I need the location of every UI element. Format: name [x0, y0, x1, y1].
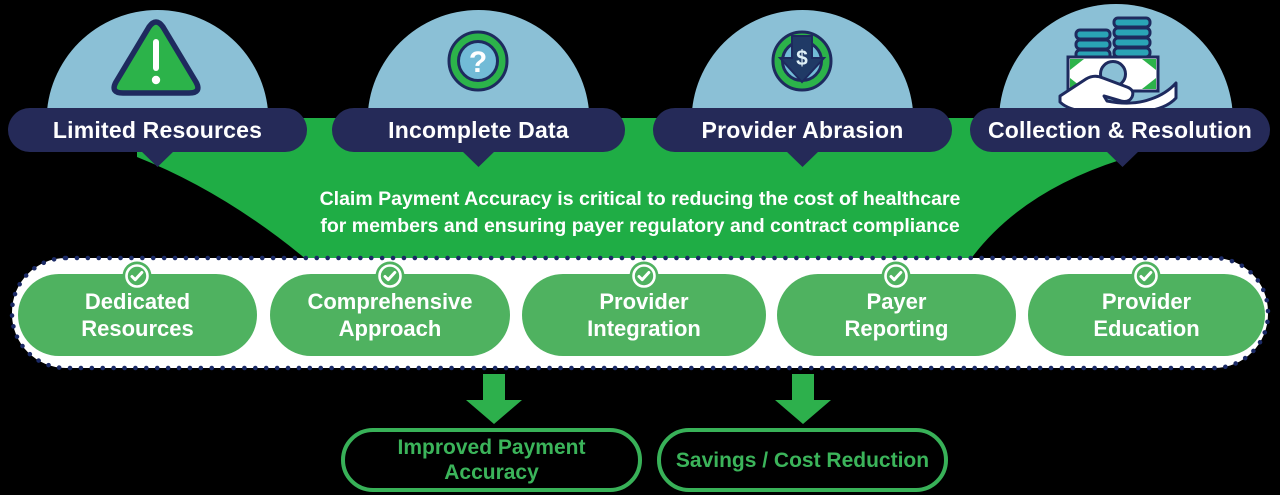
- solution-pill-provider-integration: Provider Integration: [522, 274, 766, 356]
- pointer-tail-3: [785, 150, 820, 167]
- question-glyph: ?: [469, 46, 487, 79]
- outcome-pill-savings-cost-reduction: Savings / Cost Reduction: [657, 428, 948, 492]
- check-icon: [122, 261, 152, 291]
- challenge-label: Limited Resources: [52, 116, 263, 143]
- solution-label: Comprehensive Approach: [307, 289, 473, 341]
- challenge-pill-collection-resolution: Collection & Resolution: [970, 108, 1270, 152]
- funnel-message-line1: Claim Payment Accuracy is critical to re…: [319, 188, 961, 210]
- pointer-tail-2: [461, 150, 496, 167]
- funnel-shape: [137, 118, 1120, 260]
- funnel-message-line2: for members and ensuring payer regulator…: [320, 215, 960, 237]
- challenge-pill-provider-abrasion: Provider Abrasion: [653, 108, 952, 152]
- check-icon: [629, 261, 659, 291]
- money-in-hand-icon: [1052, 12, 1182, 117]
- outcome-label: Savings / Cost Reduction: [675, 448, 930, 472]
- solution-label: Dedicated Resources: [81, 289, 194, 341]
- solution-label: Provider Integration: [587, 289, 701, 341]
- check-icon: [881, 261, 911, 291]
- funnel-message: Claim Payment Accuracy is critical to re…: [240, 186, 1040, 240]
- check-icon: [1131, 261, 1161, 291]
- challenge-label: Collection & Resolution: [988, 116, 1252, 143]
- challenge-pill-incomplete-data: Incomplete Data: [332, 108, 625, 152]
- question-mark-icon: ?: [446, 29, 510, 98]
- warning-triangle-icon: [110, 18, 202, 105]
- solution-label: Payer Reporting: [844, 289, 949, 341]
- check-icon: [375, 261, 405, 291]
- challenge-label: Incomplete Data: [388, 116, 569, 143]
- outcome-label: Improved Payment Accuracy: [397, 436, 586, 484]
- solution-pill-provider-education: Provider Education: [1028, 274, 1265, 356]
- pointer-tail-4: [1105, 150, 1140, 167]
- down-arrow-icon-1: [466, 374, 522, 424]
- outcome-pill-improved-payment-accuracy: Improved Payment Accuracy: [341, 428, 642, 492]
- solution-label: Provider Education: [1093, 289, 1200, 341]
- dollar-glyph: $: [796, 47, 808, 70]
- dollar-down-arrow-icon: $: [770, 29, 834, 98]
- down-arrow-icon-2: [775, 374, 831, 424]
- pointer-tail-1: [140, 150, 175, 167]
- challenge-pill-limited-resources: Limited Resources: [8, 108, 307, 152]
- challenge-label: Provider Abrasion: [701, 116, 904, 143]
